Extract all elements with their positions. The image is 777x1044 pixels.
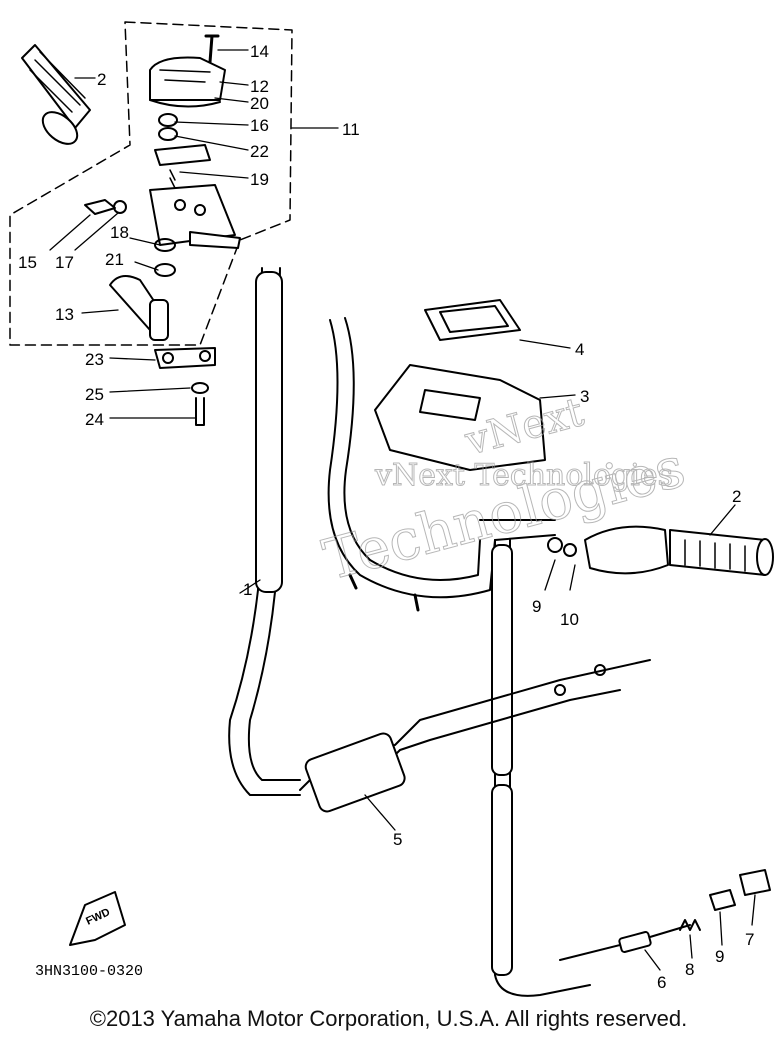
callout-18: 17 <box>55 253 74 272</box>
callout-7: 7 <box>745 930 754 949</box>
right-grip <box>669 529 774 576</box>
callout-19: 18 <box>110 223 129 242</box>
callout-12: 11 <box>342 120 360 139</box>
watermark-line-1: vNext Technologies <box>374 458 673 493</box>
part-9 <box>709 889 736 911</box>
callout-4: 4 <box>575 340 584 359</box>
washers-17-23 <box>158 113 178 141</box>
callout-26: 25 <box>85 385 104 404</box>
callout-17: 16 <box>250 116 269 135</box>
switch-assembly-dashed-outline <box>9 21 293 346</box>
callout-11: 10 <box>560 610 579 629</box>
screw-16-set-18 <box>84 199 127 215</box>
callout-24: 23 <box>85 350 104 369</box>
part-7 <box>739 869 771 896</box>
callout-8: 8 <box>685 960 694 979</box>
exploded-parts-diagram: vNext Technologies vNext Technologies FW… <box>9 21 774 997</box>
callout-6: 6 <box>657 973 666 992</box>
adjuster-6 <box>559 924 691 961</box>
fwd-arrow-icon <box>69 891 126 946</box>
callout-2-right: 2 <box>732 487 741 506</box>
callout-10: 9 <box>532 597 541 616</box>
callout-20: 19 <box>250 170 269 189</box>
pad-part-4 <box>424 299 521 341</box>
callout-3: 3 <box>580 387 589 406</box>
throttle-cable-5 <box>299 659 651 813</box>
callout-25: 24 <box>85 410 104 429</box>
callout-14: 13 <box>55 305 74 324</box>
callout-23: 22 <box>250 142 269 161</box>
callout-2-left: 2 <box>97 70 106 89</box>
washer-26-bolt-25 <box>191 382 209 426</box>
screw-15 <box>204 34 220 64</box>
callout-1: 1 <box>243 580 252 599</box>
choke-lever-14 <box>109 275 169 341</box>
throttle-housing <box>547 525 669 575</box>
plate-part <box>154 144 211 189</box>
handlebar-cover-3 <box>374 364 546 471</box>
callout-21: 20 <box>250 94 269 113</box>
callout-13: 12 <box>250 77 269 96</box>
callout-15: 14 <box>250 42 269 61</box>
copyright-footer: ©2013 Yamaha Motor Corporation, U.S.A. A… <box>89 1006 688 1031</box>
switch-body <box>149 184 241 249</box>
callout-9: 9 <box>715 947 724 966</box>
callout-16: 15 <box>18 253 37 272</box>
diagram-code: 3HN3100-0320 <box>35 963 143 980</box>
nut-19-washer-22 <box>154 238 176 277</box>
left-grip <box>21 44 91 145</box>
switch-cover <box>149 56 226 108</box>
callout-5: 5 <box>393 830 402 849</box>
spring-8 <box>679 919 701 931</box>
handlebar <box>228 267 591 997</box>
callout-numbers: 2 14 12 20 16 22 19 11 15 17 18 21 13 23… <box>18 42 754 992</box>
clamp-24 <box>154 347 216 369</box>
leader-lines <box>49 49 756 971</box>
callout-22: 21 <box>105 250 124 269</box>
